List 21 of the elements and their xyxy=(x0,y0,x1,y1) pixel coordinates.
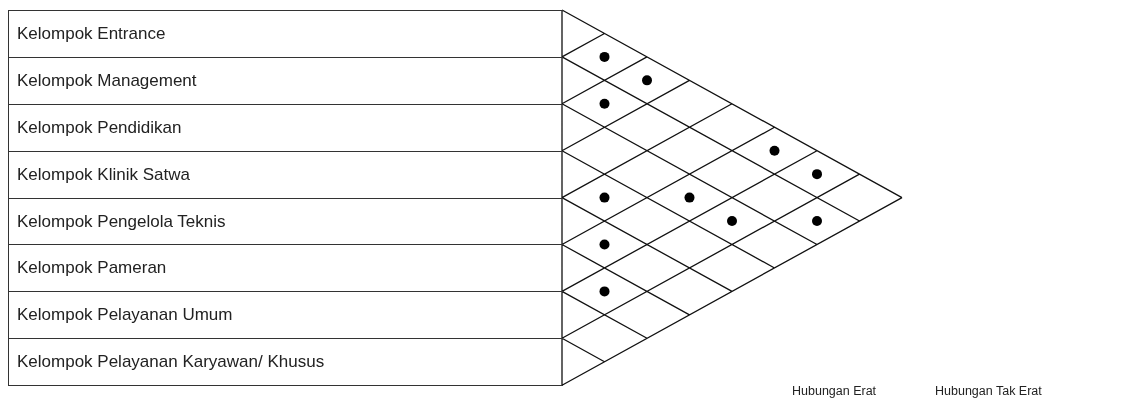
group-row: Kelompok Pendidikan xyxy=(9,104,563,152)
relation-dot xyxy=(599,239,610,250)
group-row: Kelompok Pelayanan Karyawan/ Khusus xyxy=(9,339,563,387)
relation-dot xyxy=(599,51,610,62)
relation-dot xyxy=(642,75,652,86)
group-row: Kelompok Klinik Satwa xyxy=(9,151,563,199)
group-row: Kelompok Pameran xyxy=(9,245,563,293)
group-row: Kelompok Management xyxy=(9,57,563,105)
group-row: Kelompok Entrance xyxy=(9,11,563,58)
relation-dot xyxy=(812,169,822,180)
legend-text: Hubungan Tak Erat xyxy=(935,384,1042,398)
relation-dot xyxy=(769,145,780,156)
relation-dot xyxy=(599,192,610,203)
group-row: Kelompok Pelayanan Umum xyxy=(9,292,563,340)
relation-dot xyxy=(812,216,822,227)
relation-dot xyxy=(599,98,610,109)
group-row: Kelompok Pengelola Teknis xyxy=(9,198,563,246)
relation-dot xyxy=(727,216,737,227)
relation-dot xyxy=(684,192,695,203)
relation-dot xyxy=(599,286,610,297)
legend-text: Hubungan Erat xyxy=(792,384,877,398)
